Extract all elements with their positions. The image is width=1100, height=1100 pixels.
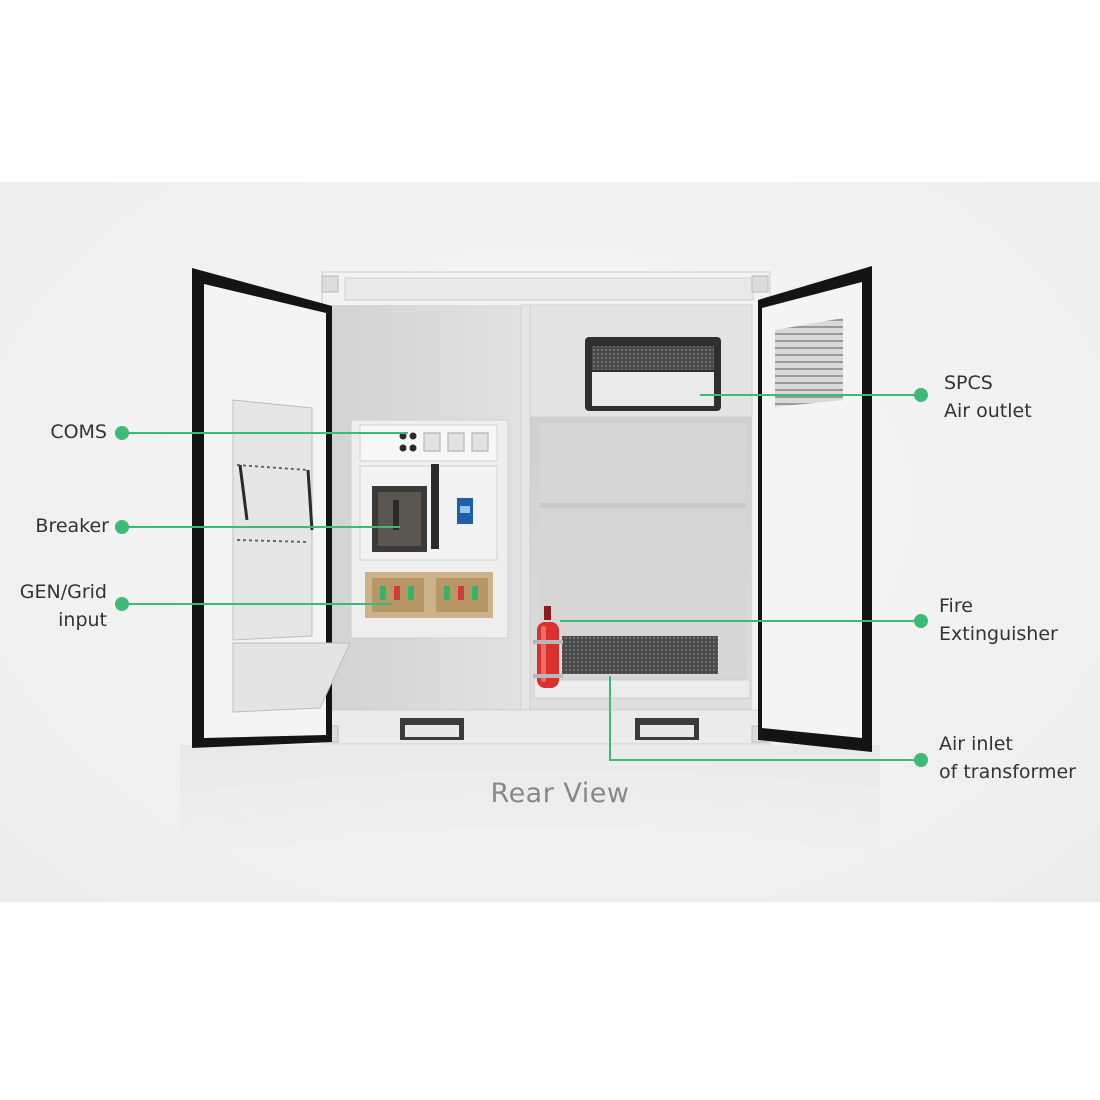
view-caption: Rear View [490,778,630,809]
floor-reflection [180,745,880,855]
spcs-air-outlet-dot [914,388,928,402]
transformer-air-inlet-grille [533,636,751,699]
gen-grid-input-dot [115,597,129,611]
callout-spcs-air-outlet: SPCS Air outlet [944,369,1032,425]
callout-gen-grid-input-line-1: GEN/Grid [19,581,107,603]
fire-extinguisher [533,606,563,688]
callout-breaker: Breaker [35,512,109,540]
callout-dots [115,388,928,767]
callout-fire-extinguisher-line-2: Extinguisher [939,623,1058,645]
spcs-air-outlet-grille [585,337,721,411]
callout-coms: COMS [50,418,107,446]
callout-air-inlet-transformer-line-2: of transformer [939,761,1076,783]
air-inlet-transformer-dot [914,753,928,767]
callout-gen-grid-input: GEN/Grid input [20,578,107,634]
electrical-panel [350,419,509,639]
coms-dot [115,426,129,440]
callout-spcs-air-outlet-line-1: SPCS [944,372,993,394]
callout-coms-line-1: COMS [50,421,107,443]
callout-lines [122,394,921,761]
breaker-unit [372,464,473,552]
terminal-blocks [365,572,493,618]
callout-air-inlet-transformer-line-1: Air inlet [939,733,1013,755]
left-door [192,268,351,748]
callout-breaker-line-1: Breaker [35,515,109,537]
callout-air-inlet-transformer: Air inlet of transformer [939,730,1076,786]
callout-fire-extinguisher-line-1: Fire [939,595,973,617]
breaker-dot [115,520,129,534]
right-door [758,266,872,752]
fire-extinguisher-dot [914,614,928,628]
coms-ports [399,432,489,452]
callout-spcs-air-outlet-line-2: Air outlet [944,400,1032,422]
callout-gen-grid-input-line-2: input [58,609,107,631]
callout-fire-extinguisher: Fire Extinguisher [939,592,1058,648]
